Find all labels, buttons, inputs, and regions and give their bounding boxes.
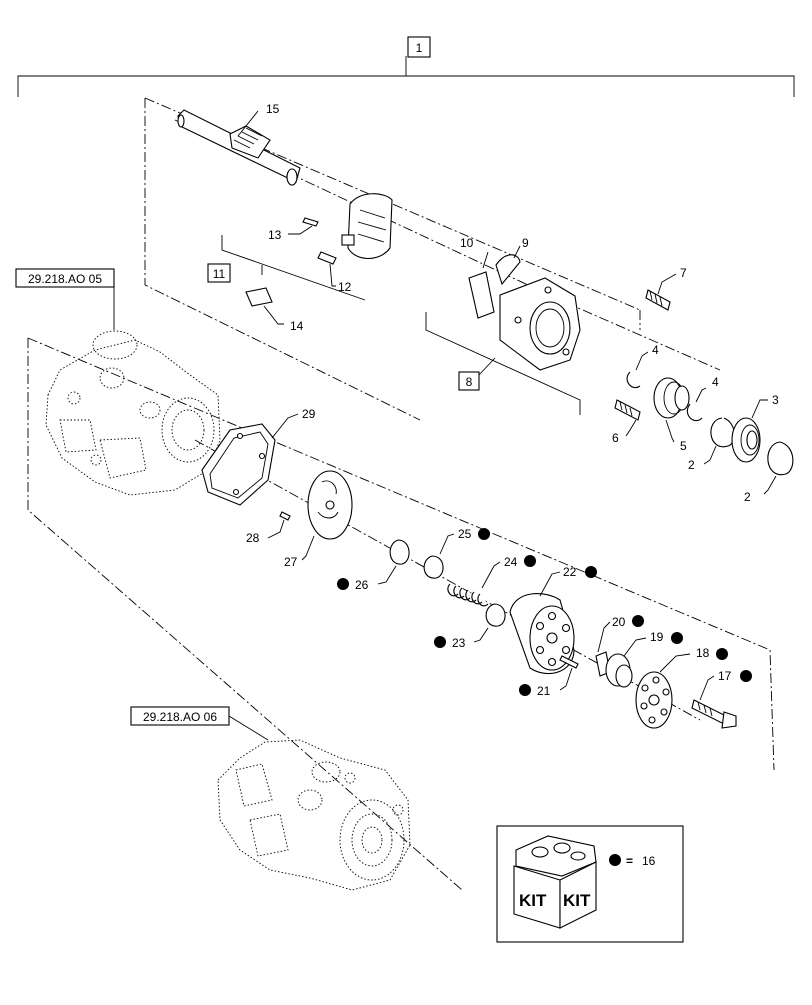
shaft-seal [731,417,761,463]
assembly-envelope [27,97,775,891]
callout-2b: 2 [744,490,751,504]
kit-bullet-17 [740,670,752,682]
kit-bullet-legend [609,854,621,866]
bearing [653,377,690,419]
kit-bullet-23 [434,636,446,648]
callout-6: 6 [612,431,619,445]
callout-17: 17 [718,669,732,683]
spring [447,583,489,607]
kit-bullet-24 [524,555,536,567]
callout-8: 8 [466,375,473,389]
callout-11: 11 [213,267,226,281]
ball-guide [605,653,633,688]
callout-28: 28 [246,531,260,545]
cap-screw [691,699,737,729]
kit-bullet-19 [671,632,683,644]
callout-4b: 4 [712,375,719,389]
callout-14: 14 [290,319,304,333]
callout-2a: 2 [688,458,695,472]
ref-29-218-ao-06[interactable]: 29.218.AO 06 [143,710,217,724]
callout-1: 1 [416,41,423,55]
kit-bullet-20 [632,615,644,627]
ref-29-218-ao-05[interactable]: 29.218.AO 05 [28,272,102,286]
callout-26: 26 [355,578,369,592]
kit-badge-left: KIT [519,891,547,910]
end-cover [499,277,581,371]
kit-bullet-21 [519,684,531,696]
kit-number: 16 [642,854,656,868]
callout-25: 25 [458,527,472,541]
kit-legend: KIT KIT = 16 [496,825,684,943]
callout-21: 21 [537,684,551,698]
cylinder-block [509,593,575,675]
callout-22: 22 [563,565,577,579]
callout-19: 19 [650,630,664,644]
kit-bullet-22 [585,566,597,578]
callout-23: 23 [452,636,466,650]
callout-27: 27 [284,555,298,569]
callout-13: 13 [268,228,282,242]
callout-15: 15 [266,102,280,116]
pump-housing-upper [45,330,221,496]
pump-housing-lower [217,739,411,891]
retainer-plate [635,671,673,729]
gasket [201,423,276,506]
kit-bullet-18 [716,648,728,660]
callout-10: 10 [460,236,474,250]
shaft [177,109,301,186]
callout-29: 29 [302,407,316,421]
valve-plate [307,470,353,540]
swashplate [341,193,393,260]
callout-7: 7 [680,266,687,280]
kit-bullet-26 [337,578,349,590]
callout-12: 12 [338,280,352,294]
callout-4a: 4 [652,343,659,357]
callout-24: 24 [504,555,518,569]
callout-3: 3 [772,393,779,407]
kit-equals: = [626,854,633,868]
kit-badge-right: KIT [563,891,591,910]
callout-20: 20 [612,615,626,629]
callout-18: 18 [696,646,710,660]
assembly-bracket: 1 [17,36,795,97]
callout-5: 5 [680,439,687,453]
callout-9: 9 [522,236,529,250]
kit-bullet-25 [478,528,490,540]
